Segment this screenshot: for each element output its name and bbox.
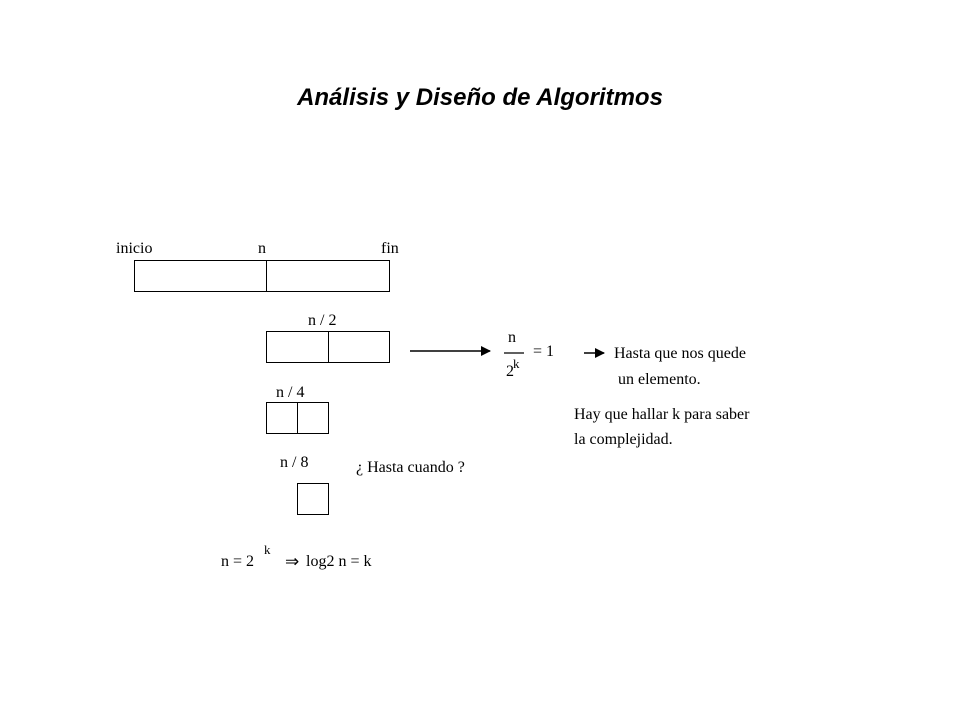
note-line-2: un elemento.: [618, 371, 701, 388]
label-fin: fin: [381, 240, 399, 257]
array-quarter-split-line: [297, 403, 298, 433]
formula-exponent: k: [264, 542, 271, 557]
array-full: [134, 260, 390, 292]
note-line-3: Hay que hallar k para saber: [574, 406, 750, 423]
fraction-denominator: 2: [506, 363, 514, 380]
note-line-4: la complejidad.: [574, 431, 673, 448]
label-n-half: n / 2: [308, 312, 337, 329]
array-eighth: [297, 483, 329, 515]
array-half: [266, 331, 390, 363]
array-quarter: [266, 402, 329, 434]
array-split-line: [266, 261, 267, 291]
fraction-numerator: n: [508, 329, 516, 346]
formula-lhs: n = 2: [221, 553, 255, 570]
label-n-eighth: n / 8: [280, 454, 309, 471]
label-n-quarter: n / 4: [276, 384, 305, 401]
fraction-equals: = 1: [533, 343, 555, 360]
formula-rhs: log2 n = k: [306, 553, 372, 570]
slide-title: Análisis y Diseño de Algoritmos: [297, 84, 663, 111]
label-inicio: inicio: [116, 240, 153, 257]
implies-symbol: ⇒: [285, 552, 300, 571]
fraction-exponent: k: [513, 356, 520, 371]
question-text: ¿ Hasta cuando ?: [356, 459, 465, 476]
note-line-1: Hasta que nos quede: [614, 345, 746, 362]
label-n: n: [258, 240, 266, 257]
array-half-split-line: [328, 332, 329, 362]
